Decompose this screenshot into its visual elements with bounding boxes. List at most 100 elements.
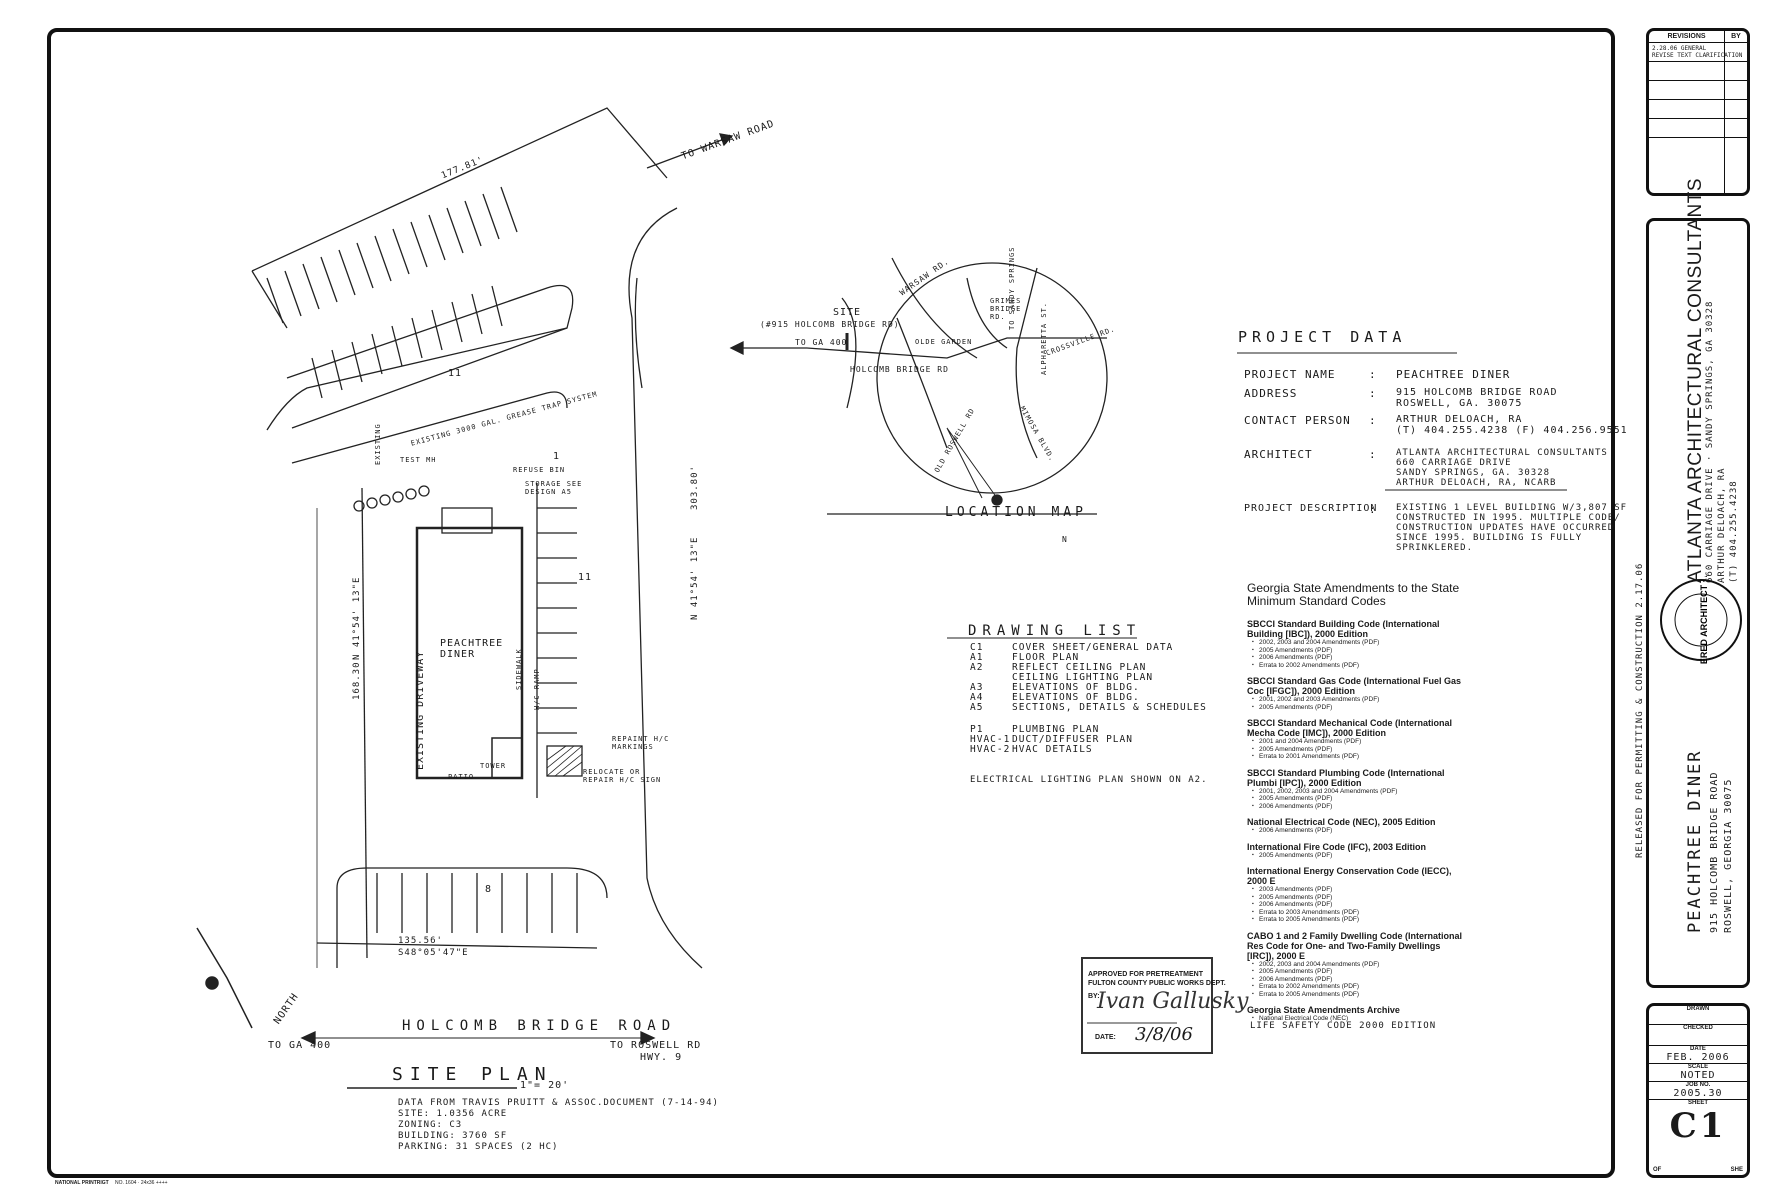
code-group-title: SBCCI Standard Gas Code (International F…	[1247, 676, 1462, 696]
location-map-title: LOCATION MAP	[945, 505, 1087, 520]
code-amendment-link: National Electrical Code (NEC)	[1247, 1015, 1465, 1023]
code-group-title: National Electrical Code (NEC), 2005 Edi…	[1247, 817, 1436, 827]
firm-name: ATLANTA ARCHITECTURAL CONSULTANTS	[1685, 178, 1706, 583]
to-ga-400-label: TO GA 400	[268, 1040, 332, 1051]
tower-label: TOWER	[480, 762, 507, 770]
title-block-main: ATLANTA ARCHITECTURAL CONSULTANTS 660 CA…	[1646, 178, 1750, 988]
stamp-by-label: BY:	[1088, 993, 1100, 1000]
drawing-description: REFLECT CEILING PLAN CEILING LIGHTING PL…	[1012, 662, 1154, 683]
map-grimes: GRIMES BRIDGE RD.	[990, 297, 1022, 321]
code-group-title: International Fire Code (IFC), 2003 Edit…	[1247, 841, 1427, 852]
released-note: RELEASED FOR PERMITTING & CONSTRUCTION 2…	[1635, 562, 1645, 858]
code-amendment-link: 2005 Amendments (PDF)	[1247, 894, 1465, 902]
project-data-table: PROJECT NAME : PEACHTREE DINER ADDRESS :…	[1244, 368, 1628, 558]
code-amendment-link: 2006 Amendments (PDF)	[1247, 803, 1465, 811]
map-holcomb: HOLCOMB BRIDGE RD	[850, 365, 949, 374]
code-group: SBCCI Standard Mechanical Code (Internat…	[1247, 718, 1465, 761]
street-name: HOLCOMB BRIDGE ROAD	[402, 1018, 677, 1034]
code-amendment-link: 2005 Amendments (PDF)	[1247, 968, 1465, 976]
approval-stamp-frame	[1081, 957, 1213, 1054]
architect-seal: GEORGIA · REGISTERED ARCHITECT · ARTHUR …	[1660, 576, 1742, 664]
dim-right: N 41°54' 13"E	[690, 536, 700, 620]
code-amendment-link: 2002, 2003 and 2004 Amendments (PDF)	[1247, 961, 1465, 969]
drawing-description: ELEVATIONS OF BLDG.	[1012, 692, 1140, 703]
code-group: International Energy Conservation Code (…	[1247, 866, 1465, 924]
drawing-code: P1	[970, 724, 984, 735]
code-amendment-link: Errata to 2005 Amendments (PDF)	[1247, 991, 1465, 999]
job-label: JOB NO.	[1685, 1082, 1711, 1088]
drawing-description: DUCT/DIFFUSER PLAN	[1012, 734, 1133, 745]
dim-bottom-length: 135.56'	[398, 936, 443, 946]
dim-bottom: S48°05'47"E	[398, 948, 469, 958]
map-sandy-springs: TO SANDY SPRINGS	[1008, 246, 1016, 330]
parking-island	[286, 284, 574, 429]
map-olde-garden: OLDE GARDEN	[915, 338, 973, 346]
drawing-code: A3	[970, 682, 984, 693]
drawing-code: C1	[970, 642, 984, 653]
parking-stalls-middle	[311, 285, 503, 399]
code-amendment-link: Errata to 2003 Amendments (PDF)	[1247, 909, 1465, 917]
dim-left-length: 168.30'	[352, 655, 362, 700]
grease-trap	[353, 485, 430, 512]
storage-label: STORAGE SEE DESIGN A5	[525, 480, 583, 496]
pd-colon: :	[1369, 448, 1377, 461]
dim-left: N 41°54' 13"E	[352, 576, 362, 660]
repaint-label: REPAINT H/C MARKINGS	[612, 735, 670, 751]
drawing-code: A4	[970, 692, 984, 703]
pd-value: 915 HOLCOMB BRIDGE ROAD ROSWELL, GA. 300…	[1396, 387, 1558, 409]
map-north-label: N	[1062, 535, 1068, 544]
sheet-label: SHEET	[1687, 1100, 1708, 1106]
code-group: SBCCI Standard Building Code (Internatio…	[1247, 619, 1465, 669]
code-amendment-link: 2006 Amendments (PDF)	[1247, 827, 1465, 835]
drawing-list-note: ELECTRICAL LIGHTING PLAN SHOWN ON A2.	[970, 775, 1208, 785]
map-alpharetta: ALPHARETTA ST.	[1040, 301, 1048, 375]
parking-stalls-bottom	[316, 867, 608, 968]
drawing-sheet-border	[47, 28, 1615, 1178]
code-amendment-link: 2005 Amendments (PDF)	[1247, 746, 1465, 754]
existing-label: EXISTING	[374, 423, 382, 465]
parking-count-bottom: 8	[485, 884, 493, 895]
seal-text: GEORGIA · REGISTERED ARCHITECT · ARTHUR …	[1699, 576, 1709, 664]
checked-label: CHECKED	[1649, 1025, 1747, 1046]
map-site-label: SITE	[833, 307, 862, 318]
stamp-signature: Ivan Gallusky	[1096, 989, 1249, 1014]
drawing-list-row: C1 COVER SHEET/GENERAL DATA	[970, 643, 1230, 653]
sheet-date: FEB. 2006	[1649, 1052, 1747, 1064]
drawing-code: A2	[970, 662, 984, 673]
sheet-number: C1	[1669, 1106, 1727, 1146]
code-amendment-link: 2005 Amendments (PDF)	[1247, 852, 1465, 860]
drawing-description: COVER SHEET/GENERAL DATA	[1012, 642, 1174, 653]
pd-value: EXISTING 1 LEVEL BUILDING W/3,807 SF CON…	[1396, 503, 1628, 553]
revisions-box: REVISIONS BY 2.28.06 GENERAL REVISE TEXT…	[1646, 28, 1750, 196]
patio-label: PATIO	[448, 773, 475, 781]
drawing-list-row: A2 REFLECT CEILING PLAN CEILING LIGHTING …	[970, 663, 1230, 683]
pd-value: ATLANTA ARCHITECTURAL CONSULTANTS 660 CA…	[1396, 448, 1608, 488]
code-amendment-link: 2002, 2003 and 2004 Amendments (PDF)	[1247, 639, 1465, 647]
site-notes: DATA FROM TRAVIS PRUITT & ASSOC.DOCUMENT…	[398, 1098, 719, 1152]
printer-label: NATIONAL PRINTRIGT	[55, 1180, 109, 1186]
revision-1: 2.28.06 GENERAL	[1652, 45, 1707, 52]
approval-stamp: APPROVED FOR PRETREATMENT FULTON COUNTY …	[1088, 971, 1226, 1000]
code-amendment-link: 2006 Amendments (PDF)	[1247, 901, 1465, 909]
project-address: 915 HOLCOMB BRIDGE ROAD	[1709, 771, 1720, 933]
drawing-code: HVAC-1	[970, 734, 1011, 745]
sheet-info-box: DRAWN CHECKED DATE FEB. 2006 SCALE NOTED…	[1646, 1003, 1750, 1178]
drawing-description: HVAC DETAILS	[1012, 744, 1093, 755]
property-line-top	[251, 107, 668, 272]
parking-stalls-top	[266, 186, 518, 324]
code-group: Georgia State Amendments ArchiveNational…	[1247, 1005, 1465, 1023]
dim-right-length: 303.80'	[690, 465, 700, 510]
pd-value: PEACHTREE DINER	[1396, 368, 1511, 381]
code-group: National Electrical Code (NEC), 2005 Edi…	[1247, 817, 1465, 835]
sheet-she-label: SHE	[1730, 1167, 1743, 1173]
code-group: SBCCI Standard Plumbing Code (Internatio…	[1247, 768, 1465, 811]
site-plan-drawing: Ivan Gallusky	[196, 107, 1567, 1089]
code-amendment-link: 2001, 2002 and 2003 Amendments (PDF)	[1247, 696, 1465, 704]
stamp-date-label: DATE:	[1095, 1034, 1116, 1041]
